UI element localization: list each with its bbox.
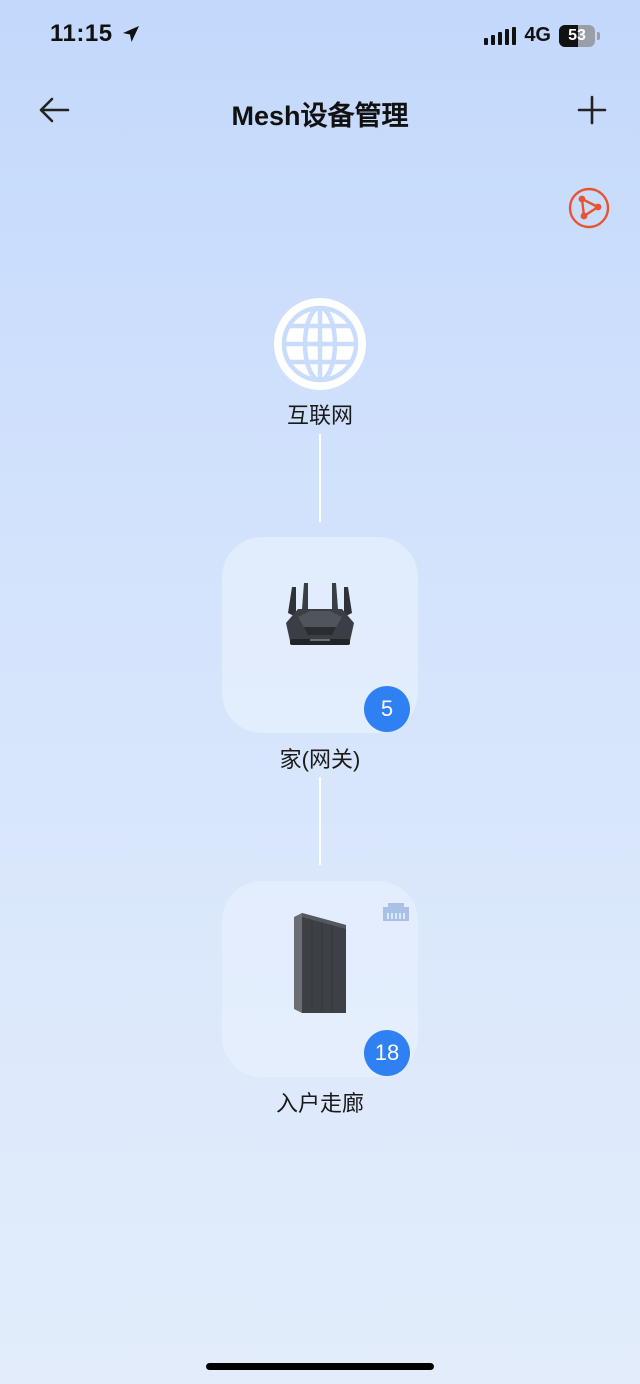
device-count-badge: 5 — [364, 686, 410, 732]
back-arrow-icon[interactable] — [36, 92, 72, 128]
home-indicator[interactable] — [206, 1363, 434, 1370]
internet-label: 互联网 — [286, 403, 353, 428]
device-count-badge: 18 — [364, 1030, 410, 1076]
battery-level: 53 — [568, 26, 586, 44]
signal-icon — [484, 26, 517, 45]
connector-line — [319, 777, 321, 865]
status-indicators: 4G 53 — [484, 24, 600, 47]
location-arrow-icon — [122, 26, 139, 42]
status-time-text: 11:15 — [50, 20, 113, 47]
globe-icon — [274, 298, 366, 390]
page-title: Mesh设备管理 — [231, 101, 409, 131]
ethernet-icon — [383, 903, 409, 921]
satellite-router-image — [294, 913, 346, 1013]
topology-icon[interactable] — [568, 187, 610, 229]
gateway-label: 家(网关) — [279, 747, 361, 772]
battery-tip — [597, 31, 600, 40]
status-time: 11:15 — [50, 20, 141, 48]
satellite-node-card[interactable]: 18 — [222, 881, 418, 1077]
network-type: 4G — [524, 24, 551, 46]
plus-icon[interactable] — [574, 92, 610, 128]
battery-icon: 53 — [559, 24, 595, 47]
connector-line — [319, 434, 321, 522]
satellite-label: 入户走廊 — [275, 1091, 364, 1116]
gateway-node-card[interactable]: 5 — [222, 537, 418, 733]
gateway-router-image — [286, 583, 354, 645]
